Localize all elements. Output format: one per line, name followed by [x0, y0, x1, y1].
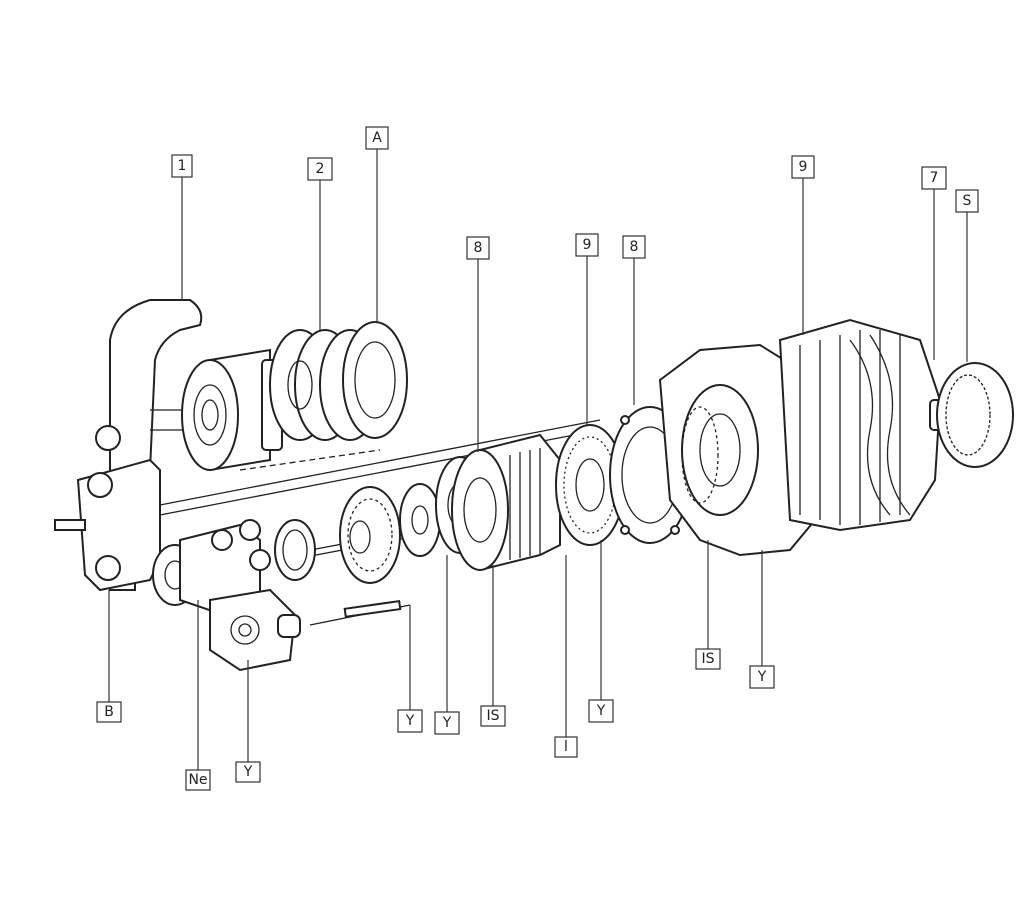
- callout-2-text: 2: [316, 161, 325, 177]
- callout-18: IS: [695, 648, 721, 670]
- callout-17: Y: [588, 699, 614, 723]
- callout-9-text: S: [963, 193, 972, 209]
- bearing-housing: [451, 433, 561, 572]
- callout-9: S: [955, 189, 979, 213]
- callout-14-text: Y: [442, 715, 452, 731]
- callout-16-text: l: [564, 739, 568, 755]
- seal-ring: [274, 519, 316, 581]
- callout-12-text: Y: [243, 764, 253, 780]
- callout-6-text: 8: [630, 239, 639, 255]
- spur-gear: [339, 486, 401, 584]
- callout-17-text: Y: [596, 703, 606, 719]
- callout-11-text: Ne: [188, 772, 207, 788]
- callout-6: 8: [622, 235, 646, 259]
- callout-19: Y: [749, 665, 775, 689]
- callout-7-text: 9: [799, 159, 808, 175]
- callout-16: l: [554, 736, 578, 758]
- callout-5: 9: [575, 233, 599, 257]
- fork-bracket: [54, 299, 203, 592]
- callout-1-text: 1: [178, 158, 187, 174]
- callout-10-text: B: [104, 704, 114, 720]
- callout-18-text: IS: [701, 651, 714, 667]
- callout-10: B: [96, 701, 122, 723]
- callout-8: 7: [921, 166, 947, 190]
- callout-11: Ne: [185, 769, 211, 791]
- callout-4-text: 8: [474, 240, 483, 256]
- upper-drum: [181, 348, 300, 472]
- callout-13-text: Y: [405, 713, 415, 729]
- end-ring-gear: [936, 362, 1014, 468]
- small-gear-cluster: [152, 519, 301, 672]
- callout-13: Y: [397, 709, 423, 733]
- callout-15-text: IS: [486, 708, 499, 724]
- callout-4: 8: [466, 236, 490, 260]
- callout-12: Y: [235, 761, 261, 783]
- callout-15: IS: [480, 705, 506, 727]
- callout-3-text: A: [372, 130, 382, 146]
- callout-7: 9: [791, 155, 815, 179]
- callout-19-text: Y: [757, 669, 767, 685]
- callout-14: Y: [434, 711, 460, 735]
- leader-lines: [108, 149, 968, 770]
- callout-5-text: 9: [583, 237, 592, 253]
- disc-pack: [269, 321, 408, 441]
- callout-1: 1: [171, 154, 193, 178]
- main-housing: [658, 343, 822, 557]
- callout-2: 2: [307, 157, 333, 181]
- callout-3: A: [365, 126, 389, 150]
- rotor-body: [778, 318, 949, 532]
- callout-8-text: 7: [930, 170, 939, 186]
